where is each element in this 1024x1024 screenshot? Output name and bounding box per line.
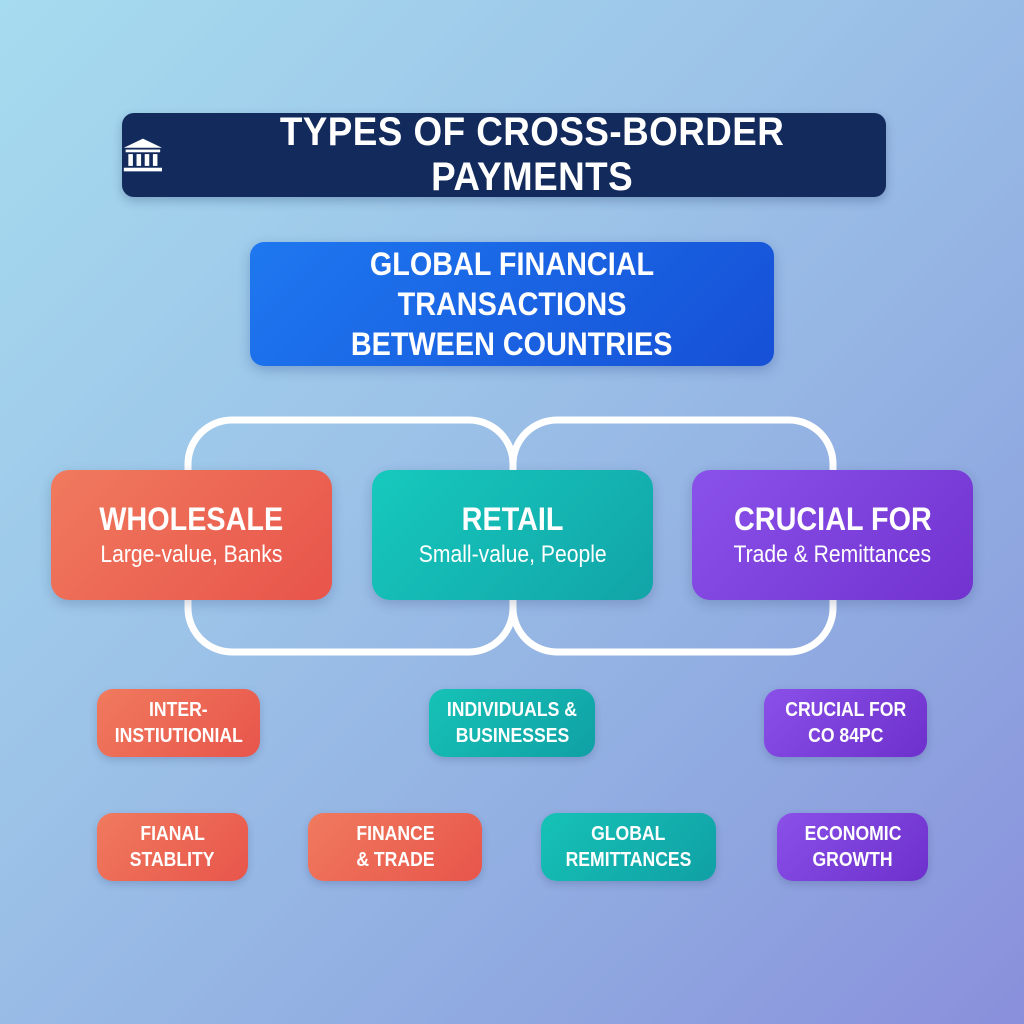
detail-line-1: FIANAL xyxy=(140,823,205,845)
detail-finance-trade: FINANCE & TRADE xyxy=(308,813,482,881)
category-retail: RETAIL Small-value, People xyxy=(372,470,653,600)
detail-line-1: GLOBAL xyxy=(591,823,666,845)
detail-line-2: & TRADE xyxy=(355,849,435,871)
root-line-2: BETWEEN COUNTRIES xyxy=(351,326,673,362)
title-banner: TYPES OF CROSS-BORDER PAYMENTS xyxy=(122,110,886,199)
detail-financial-stability: FIANAL STABLITY xyxy=(97,813,248,881)
detail-line-2: BUSINESSES xyxy=(455,725,569,747)
category-subtitle: Small-value, People xyxy=(418,541,607,568)
bank-icon xyxy=(123,138,162,172)
category-title: RETAIL xyxy=(461,501,564,537)
category-title: WHOLESALE xyxy=(99,501,284,537)
detail-line-2: CO 84PC xyxy=(807,725,884,747)
detail-line-1: INDIVIDUALS & xyxy=(446,699,578,721)
detail-line-1: INTER- xyxy=(149,699,208,721)
detail-line-1: ECONOMIC xyxy=(804,823,901,845)
category-subtitle: Trade & Remittances xyxy=(733,541,932,568)
page-title: TYPES OF CROSS-BORDER PAYMENTS xyxy=(279,110,785,199)
detail-crucial-for: CRUCIAL FOR CO 84PC xyxy=(764,689,927,757)
detail-line-2: INSTIUTIONIAL xyxy=(114,725,243,747)
category-title: CRUCIAL FOR xyxy=(733,501,932,537)
detail-line-2: REMITTANCES xyxy=(565,849,692,871)
category-subtitle: Large-value, Banks xyxy=(100,541,283,568)
detail-individuals-businesses: INDIVIDUALS & BUSINESSES xyxy=(429,689,595,757)
detail-global-remittances: GLOBAL REMITTANCES xyxy=(541,813,716,881)
detail-line-1: FINANCE xyxy=(355,823,435,845)
detail-line-1: CRUCIAL FOR xyxy=(785,699,906,721)
category-wholesale: WHOLESALE Large-value, Banks xyxy=(51,470,332,600)
detail-line-2: STABLITY xyxy=(130,849,215,871)
category-crucial-for: CRUCIAL FOR Trade & Remittances xyxy=(692,470,973,600)
root-line-1: GLOBAL FINANCIAL TRANSACTIONS xyxy=(369,246,655,322)
root-node: GLOBAL FINANCIAL TRANSACTIONS BETWEEN CO… xyxy=(250,242,774,366)
detail-inter-institutional: INTER- INSTIUTIONIAL xyxy=(97,689,260,757)
detail-economic-growth: ECONOMIC GROWTH xyxy=(777,813,928,881)
detail-line-2: GROWTH xyxy=(812,849,893,871)
